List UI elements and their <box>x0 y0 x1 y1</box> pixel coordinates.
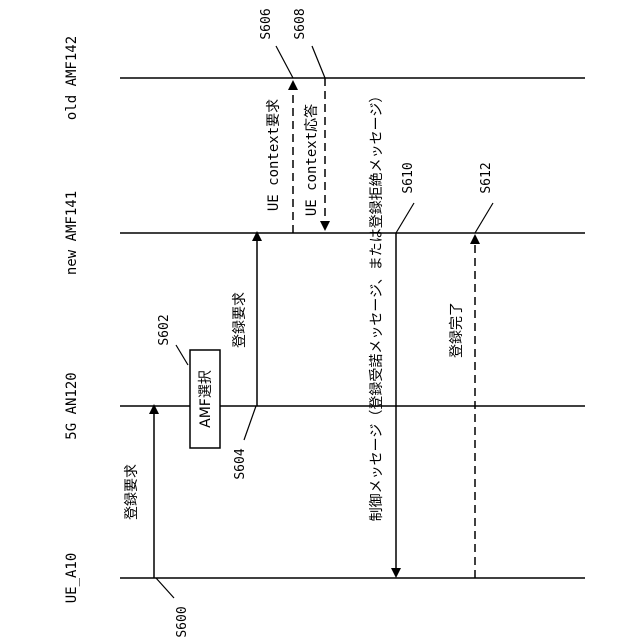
entity-label-an: 5G AN120 <box>64 372 80 439</box>
lifelines <box>120 78 585 578</box>
step-label-s612: S612 <box>479 162 494 193</box>
message-ue-context-request <box>288 80 298 233</box>
step-leader-s610 <box>396 203 414 233</box>
message-label-registration-complete: 登録完了 <box>449 302 465 358</box>
step-label-s610: S610 <box>401 162 416 193</box>
process-box-label: AMF選択 <box>198 370 214 428</box>
arrowhead-icon <box>470 234 480 244</box>
message-ue-context-response <box>320 78 330 231</box>
step-label-s602: S602 <box>157 314 172 345</box>
step-label-s608: S608 <box>293 8 308 39</box>
step-leader-s600 <box>156 578 174 598</box>
entity-label-old-amf: old AMF142 <box>64 36 80 120</box>
step-leader-s606 <box>276 46 293 78</box>
entity-label-new-amf: new AMF141 <box>64 191 80 275</box>
step-label-s606: S606 <box>259 8 274 39</box>
message-registration-request-an-to-new-amf <box>252 231 262 406</box>
arrowhead-icon <box>391 568 401 578</box>
step-leader-s604 <box>244 406 256 440</box>
step-leader-s608 <box>312 46 325 78</box>
message-label-control-message: 制御メッセージ（登録受諾メッセージ、または登録拒絶メッセージ） <box>369 89 385 522</box>
message-label-registration-request-1: 登録要求 <box>124 464 140 520</box>
entity-label-ue: UE_A10 <box>64 553 80 604</box>
message-label-ue-context-response: UE context応答 <box>303 104 320 216</box>
message-label-ue-context-request: UE context要求 <box>266 99 282 211</box>
message-label-registration-request-2: 登録要求 <box>232 292 248 348</box>
step-label-s600: S600 <box>175 606 190 637</box>
step-leader-s612 <box>475 203 493 233</box>
step-leader-s602 <box>176 345 188 365</box>
arrowhead-icon <box>288 80 298 90</box>
message-registration-request-ue-to-an <box>149 404 159 578</box>
arrowhead-icon <box>320 221 330 231</box>
step-label-s604: S604 <box>233 448 248 479</box>
